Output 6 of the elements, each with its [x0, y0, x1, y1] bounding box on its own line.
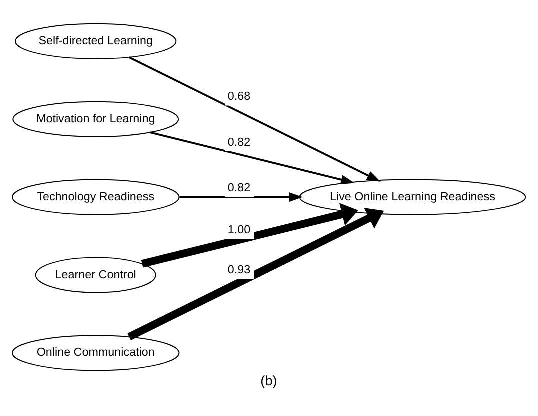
caption: (b): [260, 373, 278, 388]
edge-label: 0.82: [228, 181, 251, 194]
edge-label: 0.68: [228, 89, 251, 102]
edge-label: 1.00: [228, 222, 251, 236]
edge-label: 0.93: [228, 262, 251, 276]
edge-label: 0.82: [228, 135, 251, 148]
